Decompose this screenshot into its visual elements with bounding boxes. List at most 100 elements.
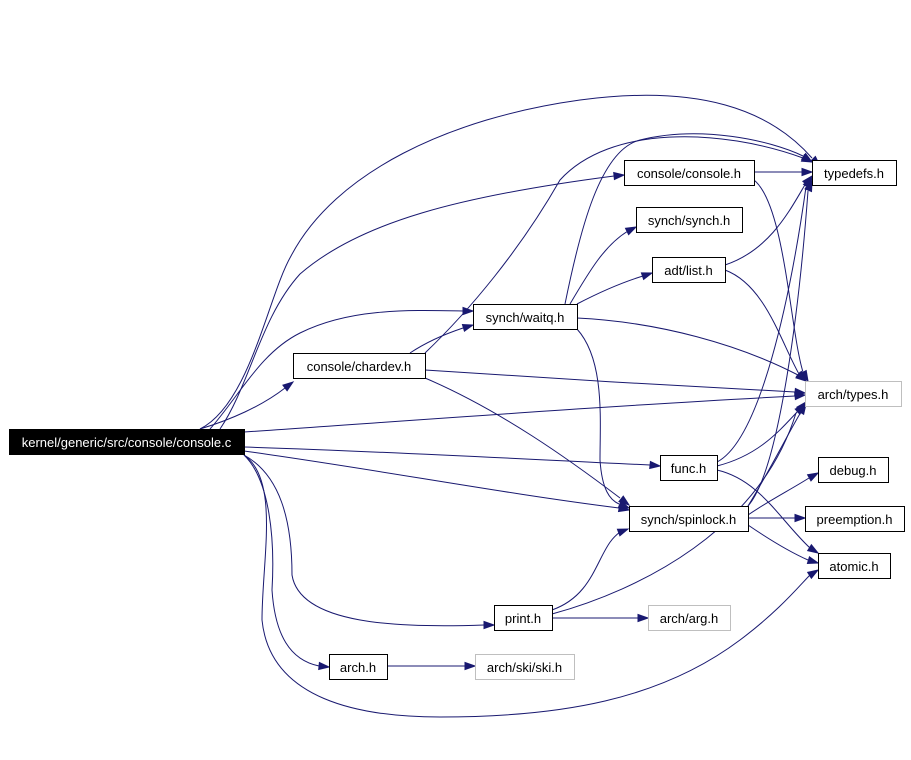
- node-waitq-h[interactable]: synch/waitq.h: [473, 304, 578, 330]
- arrowhead-icon: [806, 555, 820, 565]
- node-label: print.h: [505, 611, 541, 626]
- node-box: [475, 654, 575, 680]
- edge-line: [569, 230, 629, 305]
- node-label: arch.h: [340, 660, 376, 675]
- edge-print-h-to-arg-h: [552, 613, 650, 623]
- node-box: [629, 506, 749, 532]
- node-label: synch/spinlock.h: [641, 512, 736, 527]
- arrowhead-icon: [483, 620, 496, 630]
- node-box: [818, 553, 891, 579]
- edge-line: [576, 317, 799, 376]
- edge-line: [747, 524, 809, 561]
- edge-root-to-print-h: [243, 454, 496, 630]
- arrowhead-icon: [806, 569, 820, 580]
- edge-spinlock-h-to-atomic-h: [747, 524, 820, 565]
- edge-root-to-types-h: [243, 391, 807, 433]
- node-chardev-h[interactable]: console/chardev.h: [293, 353, 426, 379]
- arrowhead-icon: [806, 543, 820, 554]
- edge-line: [199, 94, 813, 430]
- node-ski-h[interactable]: arch/ski/ski.h: [475, 654, 575, 680]
- edge-chardev-h-to-waitq-h: [409, 323, 475, 354]
- edge-line: [747, 477, 810, 516]
- edge-line: [219, 175, 615, 430]
- node-root[interactable]: kernel/generic/src/console/console.c: [9, 429, 245, 455]
- nodes-layer: kernel/generic/src/console/console.c type…: [9, 160, 905, 680]
- edge-root-to-waitq-h: [209, 306, 475, 430]
- edge-spinlock-h-to-preemption-h: [748, 513, 807, 523]
- arrowhead-icon: [282, 381, 295, 392]
- arrowhead-icon: [617, 500, 631, 509]
- edge-line: [564, 133, 804, 305]
- arrowhead-icon: [624, 226, 638, 236]
- edge-line: [243, 395, 796, 433]
- node-label: synch/synch.h: [648, 213, 730, 228]
- edges-layer: [199, 94, 822, 718]
- edge-line: [243, 454, 320, 667]
- node-label: adt/list.h: [664, 263, 712, 278]
- node-print-h[interactable]: print.h: [494, 605, 553, 631]
- node-label: func.h: [671, 461, 706, 476]
- arrowhead-icon: [613, 171, 626, 181]
- edge-print-h-to-types-h: [551, 403, 807, 615]
- node-label: arch/arg.h: [660, 611, 719, 626]
- node-arch-h[interactable]: arch.h: [329, 654, 388, 680]
- edge-root-to-spinlock-h: [243, 450, 631, 513]
- node-box: [473, 304, 578, 330]
- node-label: console/chardev.h: [307, 359, 412, 374]
- edge-waitq-h-to-synch-h: [569, 226, 638, 305]
- node-box: [329, 654, 388, 680]
- node-label: synch/waitq.h: [486, 310, 565, 325]
- edge-root-to-arch-h: [243, 454, 331, 671]
- node-types-h[interactable]: arch/types.h: [805, 381, 902, 407]
- arrowhead-icon: [462, 306, 475, 316]
- edge-arch-h-to-ski-h: [387, 661, 477, 671]
- node-debug-h[interactable]: debug.h: [818, 457, 889, 483]
- arrowhead-icon: [637, 613, 650, 623]
- edge-line: [724, 182, 807, 266]
- arrowhead-icon: [806, 472, 820, 482]
- node-box: [812, 160, 897, 186]
- edge-chardev-h-to-spinlock-h: [424, 377, 631, 506]
- node-box: [818, 457, 889, 483]
- edge-spinlock-h-to-types-h: [747, 402, 807, 507]
- edge-line: [747, 411, 802, 507]
- node-atomic-h[interactable]: atomic.h: [818, 553, 891, 579]
- edge-waitq-h-to-typedefs: [564, 133, 814, 305]
- edge-line: [753, 179, 804, 373]
- arrowhead-icon: [318, 661, 331, 671]
- arrowhead-icon: [794, 513, 807, 523]
- arrowhead-icon: [461, 323, 475, 333]
- node-box: [805, 506, 905, 532]
- edge-line: [424, 136, 804, 354]
- node-box: [648, 605, 731, 631]
- node-spinlock-h[interactable]: synch/spinlock.h: [629, 506, 749, 532]
- edge-root-to-chardev-h: [199, 381, 295, 430]
- node-label: typedefs.h: [824, 166, 884, 181]
- edge-line: [243, 454, 485, 627]
- node-label: preemption.h: [817, 512, 893, 527]
- edge-line: [424, 377, 621, 499]
- edge-waitq-h-to-types-h: [576, 317, 808, 382]
- edge-print-h-to-spinlock-h: [551, 528, 630, 611]
- node-list-h[interactable]: adt/list.h: [652, 257, 726, 283]
- edge-line: [243, 450, 620, 509]
- node-box: [805, 381, 902, 407]
- node-typedefs[interactable]: typedefs.h: [812, 160, 897, 186]
- arrowhead-icon: [794, 387, 807, 397]
- node-func-h[interactable]: func.h: [660, 455, 718, 481]
- node-box: [652, 257, 726, 283]
- node-synch-h[interactable]: synch/synch.h: [636, 207, 743, 233]
- node-label: console/console.h: [637, 166, 741, 181]
- edge-line: [716, 186, 807, 463]
- edge-root-to-func-h: [243, 446, 662, 470]
- node-arg-h[interactable]: arch/arg.h: [648, 605, 731, 631]
- node-label: debug.h: [830, 463, 877, 478]
- node-console-h[interactable]: console/console.h: [624, 160, 755, 186]
- arrowhead-icon: [795, 370, 808, 383]
- edge-line: [716, 409, 800, 467]
- node-preemption-h[interactable]: preemption.h: [805, 506, 905, 532]
- arrowhead-icon: [794, 403, 807, 416]
- edge-line: [209, 309, 464, 430]
- node-label: arch/types.h: [818, 387, 889, 402]
